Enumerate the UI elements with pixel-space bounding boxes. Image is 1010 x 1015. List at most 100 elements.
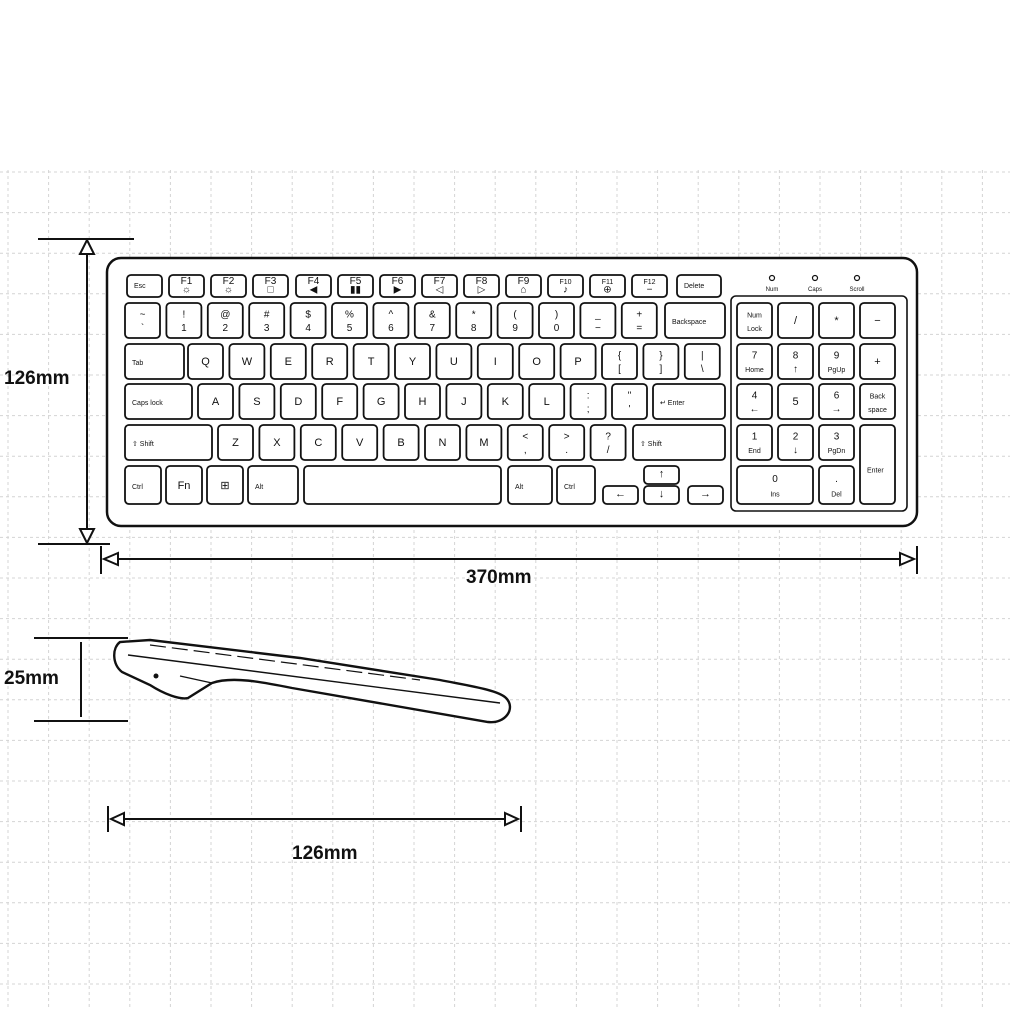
keyboard-key[interactable]: K <box>486 383 524 420</box>
keyboard-key[interactable]: Tab <box>124 343 185 380</box>
keyboard-key[interactable]: !1 <box>165 302 203 339</box>
keyboard-key[interactable]: / <box>777 302 814 339</box>
keyboard-key[interactable]: $4 <box>289 302 327 339</box>
keyboard-key[interactable]: M <box>465 424 503 461</box>
keyboard-key[interactable]: ⇧ Shift <box>632 424 726 461</box>
keyboard-key[interactable]: ← <box>602 485 639 505</box>
keyboard-key[interactable]: *8 <box>455 302 493 339</box>
keyboard-key[interactable]: 6→ <box>818 383 855 420</box>
keyboard-key[interactable]: :; <box>569 383 607 420</box>
keyboard-key[interactable]: _− <box>579 302 617 339</box>
keyboard-key[interactable] <box>303 465 502 505</box>
keyboard-key[interactable]: Fn <box>165 465 203 505</box>
keyboard-key[interactable]: F8▷ <box>463 274 500 298</box>
keyboard-key[interactable]: − <box>859 302 896 339</box>
keyboard-key[interactable]: .Del <box>818 465 855 505</box>
keyboard-key[interactable]: T <box>352 343 390 380</box>
key-cap <box>455 302 493 339</box>
keyboard-key[interactable]: F5▮▮ <box>337 274 374 298</box>
keyboard-key[interactable]: >. <box>548 424 586 461</box>
keyboard-key[interactable]: H <box>404 383 441 420</box>
keyboard-key[interactable]: @2 <box>206 302 244 339</box>
keyboard-key[interactable]: Y <box>394 343 431 380</box>
keyboard-key[interactable]: J <box>445 383 483 420</box>
keyboard-key[interactable]: 8↑ <box>777 343 814 380</box>
keyboard-key[interactable]: Alt <box>507 465 553 505</box>
keyboard-key[interactable]: * <box>818 302 855 339</box>
keyboard-key[interactable]: Backspace <box>859 383 896 420</box>
keyboard-key[interactable]: (9 <box>496 302 534 339</box>
keyboard-key[interactable]: }] <box>642 343 680 380</box>
keyboard-key[interactable]: N <box>424 424 461 461</box>
keyboard-key[interactable]: C <box>299 424 337 461</box>
keyboard-key[interactable]: ↓ <box>643 485 680 505</box>
keyboard-key[interactable]: → <box>687 485 724 505</box>
keyboard-key[interactable]: "' <box>611 383 648 420</box>
keyboard-key[interactable]: Delete <box>676 274 722 298</box>
keyboard-key[interactable]: Enter <box>859 424 896 505</box>
keyboard-key[interactable]: ^6 <box>372 302 410 339</box>
keyboard-key[interactable]: ?/ <box>589 424 627 461</box>
keyboard-key[interactable]: ⊞ <box>206 465 244 505</box>
keyboard-key[interactable]: F6▶ <box>379 274 416 298</box>
keyboard-key[interactable]: V <box>341 424 379 461</box>
keyboard-key[interactable]: Q <box>187 343 224 380</box>
keyboard-key[interactable]: Z <box>217 424 254 461</box>
keyboard-key[interactable]: P <box>559 343 597 380</box>
keyboard-key[interactable]: ↵ Enter <box>652 383 726 420</box>
keyboard-key[interactable]: F4◀ <box>295 274 332 298</box>
keyboard-key[interactable]: #3 <box>248 302 286 339</box>
keyboard-key[interactable]: R <box>311 343 349 380</box>
keyboard-key[interactable]: L <box>528 383 566 420</box>
keyboard-key[interactable]: S <box>238 383 276 420</box>
keyboard-key[interactable]: Backspace <box>664 302 726 339</box>
keyboard-key[interactable]: 5 <box>777 383 814 420</box>
keyboard-key[interactable]: &7 <box>413 302 451 339</box>
keyboard-key[interactable]: ↑ <box>643 465 680 485</box>
keyboard-key[interactable]: <, <box>506 424 544 461</box>
keyboard-key[interactable]: X <box>258 424 296 461</box>
keyboard-key[interactable]: Ctrl <box>556 465 596 505</box>
keyboard-key[interactable]: ~` <box>124 302 161 339</box>
keyboard-key[interactable]: F12− <box>631 274 668 298</box>
keyboard-key[interactable]: O <box>518 343 556 380</box>
keyboard-key[interactable]: %5 <box>331 302 368 339</box>
keyboard-key[interactable]: += <box>620 302 658 339</box>
keyboard-key[interactable]: 2↓ <box>777 424 814 461</box>
keyboard-key[interactable]: Caps lock <box>124 383 193 420</box>
keyboard-key[interactable]: F7◁ <box>421 274 458 298</box>
keyboard-key[interactable]: ⇧ Shift <box>124 424 213 461</box>
keyboard-key[interactable]: F10♪ <box>547 274 584 298</box>
keyboard-key[interactable]: Esc <box>126 274 163 298</box>
keyboard-key[interactable]: F9⌂ <box>505 274 542 298</box>
keyboard-key[interactable]: U <box>435 343 473 380</box>
keyboard-key[interactable]: {[ <box>601 343 638 380</box>
keyboard-key[interactable]: F3□ <box>252 274 289 298</box>
keyboard-key[interactable]: Ctrl <box>124 465 162 505</box>
keyboard-key[interactable]: B <box>382 424 420 461</box>
keyboard-key[interactable]: I <box>476 343 514 380</box>
keyboard-key[interactable]: D <box>279 383 317 420</box>
keyboard-key[interactable]: A <box>197 383 234 420</box>
keyboard-key[interactable]: F1☼ <box>168 274 205 298</box>
key-label-bottom: ▶ <box>394 285 402 296</box>
key-cap <box>547 274 584 298</box>
keyboard-key[interactable]: W <box>228 343 266 380</box>
keyboard-key[interactable]: + <box>859 343 896 380</box>
keyboard-key[interactable]: )0 <box>538 302 575 339</box>
keyboard-key[interactable]: 4← <box>736 383 773 420</box>
keyboard-key[interactable]: Alt <box>247 465 299 505</box>
keyboard-key[interactable]: E <box>269 343 307 380</box>
keyboard-key[interactable]: F11⊕ <box>589 274 626 298</box>
key-cap <box>620 302 658 339</box>
keyboard-key[interactable]: F <box>321 383 359 420</box>
keyboard-key[interactable]: |\ <box>683 343 721 380</box>
keyboard-key[interactable]: F2☼ <box>210 274 247 298</box>
keyboard-key[interactable]: G <box>362 383 400 420</box>
